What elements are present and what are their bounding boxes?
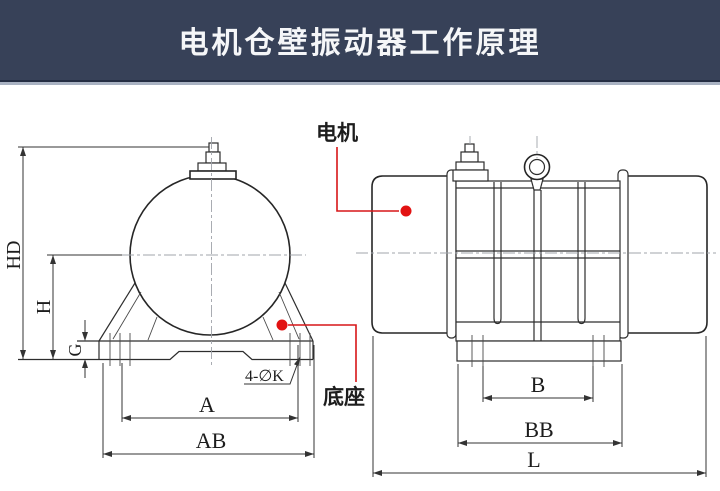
holes-note: 4-∅K [244,356,301,385]
side-vertical-centerlines [469,136,538,158]
callout-motor: 电机 [316,121,412,217]
dimension-b: B [482,366,594,402]
dimension-a: A [121,345,299,422]
side-view: B BB L [356,136,716,477]
dim-label-bb: BB [524,417,553,442]
page-title: 电机仓壁振动器工作原理 [178,27,542,60]
motor-callout-label: 电机 [316,121,358,145]
side-eyebolt [523,153,551,191]
side-foot [456,335,622,367]
side-left-end-cap [371,175,451,334]
callout-base: 底座 [276,319,365,409]
holes-note-label: 4-∅K [245,368,284,385]
dim-label-h: H [33,300,55,314]
dimension-g: G [65,320,88,378]
motor-callout-dot [400,205,412,217]
dimension-h: H [33,254,122,359]
dimension-ab: AB [102,345,315,458]
dim-label-hd: HD [3,241,25,270]
dim-label-ab: AB [196,428,227,453]
dimension-l: L [372,336,707,477]
title-bar-bottom-strip [0,82,720,85]
base-callout-label: 底座 [323,385,365,409]
dim-label-l: L [527,447,540,472]
dimension-hd: HD [3,146,209,359]
technical-drawing: HD H G A [3,121,716,477]
front-top-bolt [189,142,237,180]
front-view: HD H G A [3,137,315,458]
dimension-bb: BB [457,364,623,447]
side-right-end-cap [625,175,708,334]
side-terminal-bolt [452,143,489,182]
base-callout-dot [276,319,288,331]
title-bar: 电机仓壁振动器工作原理 [0,0,720,82]
dim-label-a: A [199,392,215,417]
dim-label-g: G [65,344,85,357]
side-body [455,180,621,352]
dim-label-b: B [531,372,546,397]
side-left-flange [446,169,457,339]
front-base [18,282,314,366]
